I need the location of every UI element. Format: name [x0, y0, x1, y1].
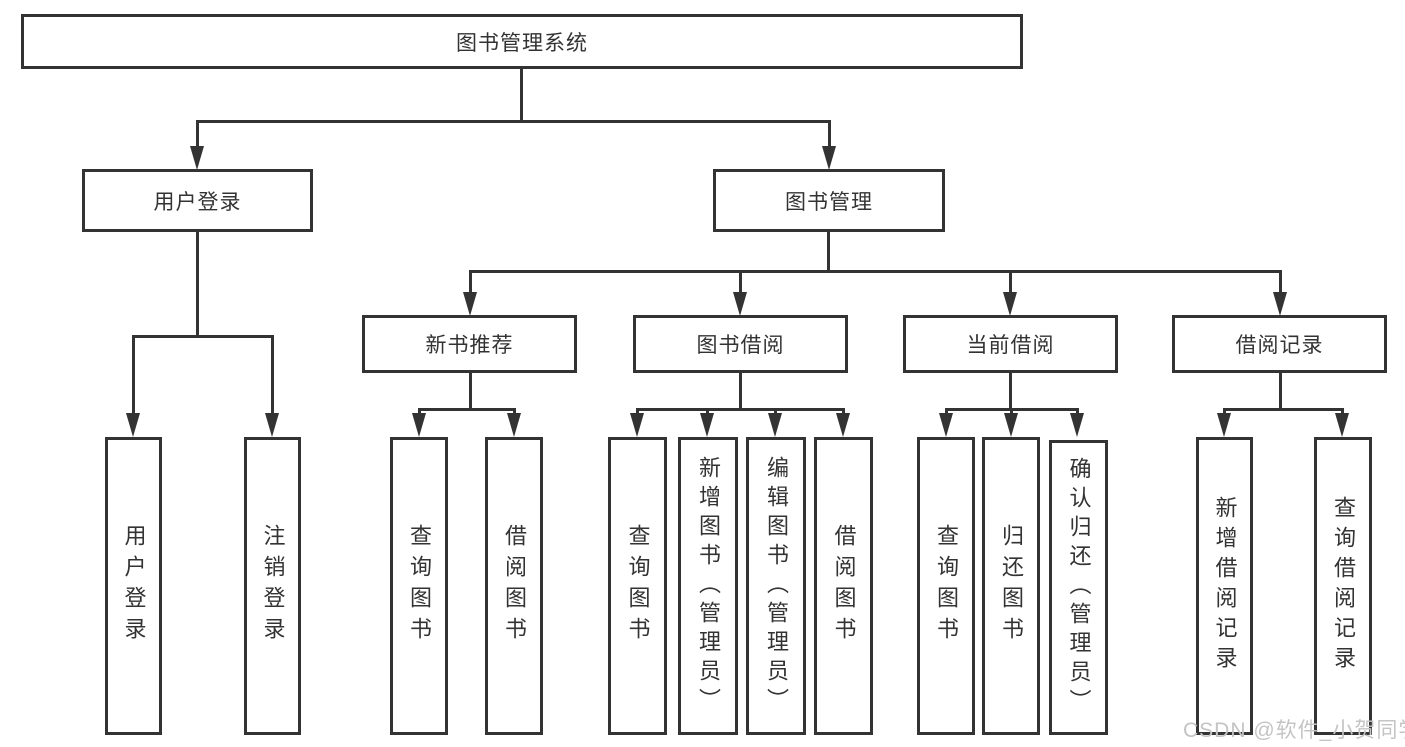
leaf-new-book-query: 查询图书 — [390, 437, 448, 735]
connector-drop — [945, 408, 948, 416]
connector-drop — [842, 408, 845, 416]
arrowhead-down-icon — [412, 413, 426, 437]
arrowhead-down-icon — [1070, 413, 1084, 437]
leaf-record-query: 查询借阅记录 — [1314, 437, 1372, 735]
connector-borrow-record-children — [1223, 408, 1344, 411]
arrowhead-down-icon — [507, 413, 521, 437]
connector-borrow-record-trunk — [1279, 373, 1282, 408]
csdn-watermark: CSDN @软件_小贺同学 — [1183, 719, 1405, 742]
arrowhead-down-icon — [822, 146, 836, 170]
connector-drop — [271, 335, 274, 415]
connector-drop — [1279, 270, 1282, 293]
arrowhead-down-icon — [1003, 292, 1017, 316]
leaf-current-query: 查询图书 — [917, 437, 975, 735]
connector-user-login-trunk — [196, 232, 199, 335]
leaf-label: 查询借阅记录 — [1331, 496, 1356, 676]
connector-level2 — [196, 120, 831, 123]
connector-drop — [706, 408, 709, 416]
leaf-borrow-query: 查询图书 — [608, 437, 667, 735]
leaf-label: 用户登录 — [121, 524, 147, 648]
connector-drop — [469, 270, 472, 293]
connector-drop — [1076, 408, 1079, 416]
arrowhead-down-icon — [1335, 413, 1349, 437]
connector-book-mgmt-trunk — [827, 232, 830, 270]
arrowhead-down-icon — [265, 413, 279, 437]
leaf-label: 查询图书 — [407, 524, 432, 648]
leaf-user-login: 用户登录 — [105, 437, 162, 735]
leaf-record-add: 新增借阅记录 — [1196, 437, 1253, 735]
leaf-borrow-book: 借阅图书 — [814, 437, 873, 735]
arrowhead-down-icon — [190, 146, 204, 170]
leaf-current-confirm: 确认归还（管理员） — [1049, 440, 1108, 735]
node-root: 图书管理系统 — [21, 14, 1023, 69]
node-book-mgmt: 图书管理 — [713, 169, 945, 232]
leaf-label: 新增图书（管理员） — [696, 455, 721, 717]
leaf-current-return: 归还图书 — [982, 437, 1040, 735]
connector-drop — [739, 270, 742, 293]
connector-book-borrow-children — [636, 408, 845, 411]
node-user-login: 用户登录 — [82, 169, 313, 232]
leaf-label: 归还图书 — [999, 524, 1024, 648]
connector-drop — [1341, 408, 1344, 416]
connector-new-book-children — [418, 408, 516, 411]
leaf-borrow-add: 新增图书（管理员） — [678, 437, 738, 735]
leaf-label: 注销登录 — [260, 524, 286, 648]
leaf-label: 确认归还（管理员） — [1066, 457, 1092, 718]
arrowhead-down-icon — [1273, 292, 1287, 316]
node-borrow-record: 借阅记录 — [1172, 315, 1387, 373]
node-new-book: 新书推荐 — [362, 315, 577, 373]
connector-drop — [418, 408, 421, 416]
connector-level3 — [469, 270, 1282, 273]
connector-drop — [636, 408, 639, 416]
arrowhead-down-icon — [1004, 413, 1018, 437]
arrowhead-down-icon — [126, 413, 140, 437]
connector-drop — [132, 335, 135, 415]
leaf-new-book-borrow: 借阅图书 — [485, 437, 543, 735]
connector-drop — [1010, 408, 1013, 416]
connector-book-borrow-trunk — [739, 373, 742, 408]
connector-drop — [513, 408, 516, 416]
arrowhead-down-icon — [700, 413, 714, 437]
arrowhead-down-icon — [733, 292, 747, 316]
connector-user-login-children — [132, 335, 274, 338]
connector-drop-user-login — [196, 120, 199, 148]
leaf-borrow-edit: 编辑图书（管理员） — [746, 437, 806, 735]
node-book-borrow: 图书借阅 — [633, 315, 848, 373]
connector-drop — [774, 408, 777, 416]
connector-drop — [1009, 270, 1012, 293]
connector-new-book-trunk — [469, 373, 472, 408]
leaf-label: 借阅图书 — [831, 524, 857, 648]
leaf-label: 编辑图书（管理员） — [764, 455, 789, 717]
arrowhead-down-icon — [768, 413, 782, 437]
connector-drop-book-mgmt — [828, 120, 831, 148]
leaf-logout: 注销登录 — [244, 437, 301, 735]
arrowhead-down-icon — [463, 292, 477, 316]
node-current-borrow: 当前借阅 — [903, 315, 1118, 373]
arrowhead-down-icon — [836, 413, 850, 437]
arrowhead-down-icon — [939, 413, 953, 437]
arrowhead-down-icon — [1217, 413, 1231, 437]
connector-drop — [1223, 408, 1226, 416]
leaf-label: 查询图书 — [625, 524, 651, 648]
arrowhead-down-icon — [630, 413, 644, 437]
leaf-label: 查询图书 — [934, 524, 959, 648]
leaf-label: 新增借阅记录 — [1212, 496, 1238, 676]
leaf-label: 借阅图书 — [502, 524, 527, 648]
connector-current-borrow-trunk — [1009, 373, 1012, 408]
connector-root-trunk — [520, 69, 523, 120]
